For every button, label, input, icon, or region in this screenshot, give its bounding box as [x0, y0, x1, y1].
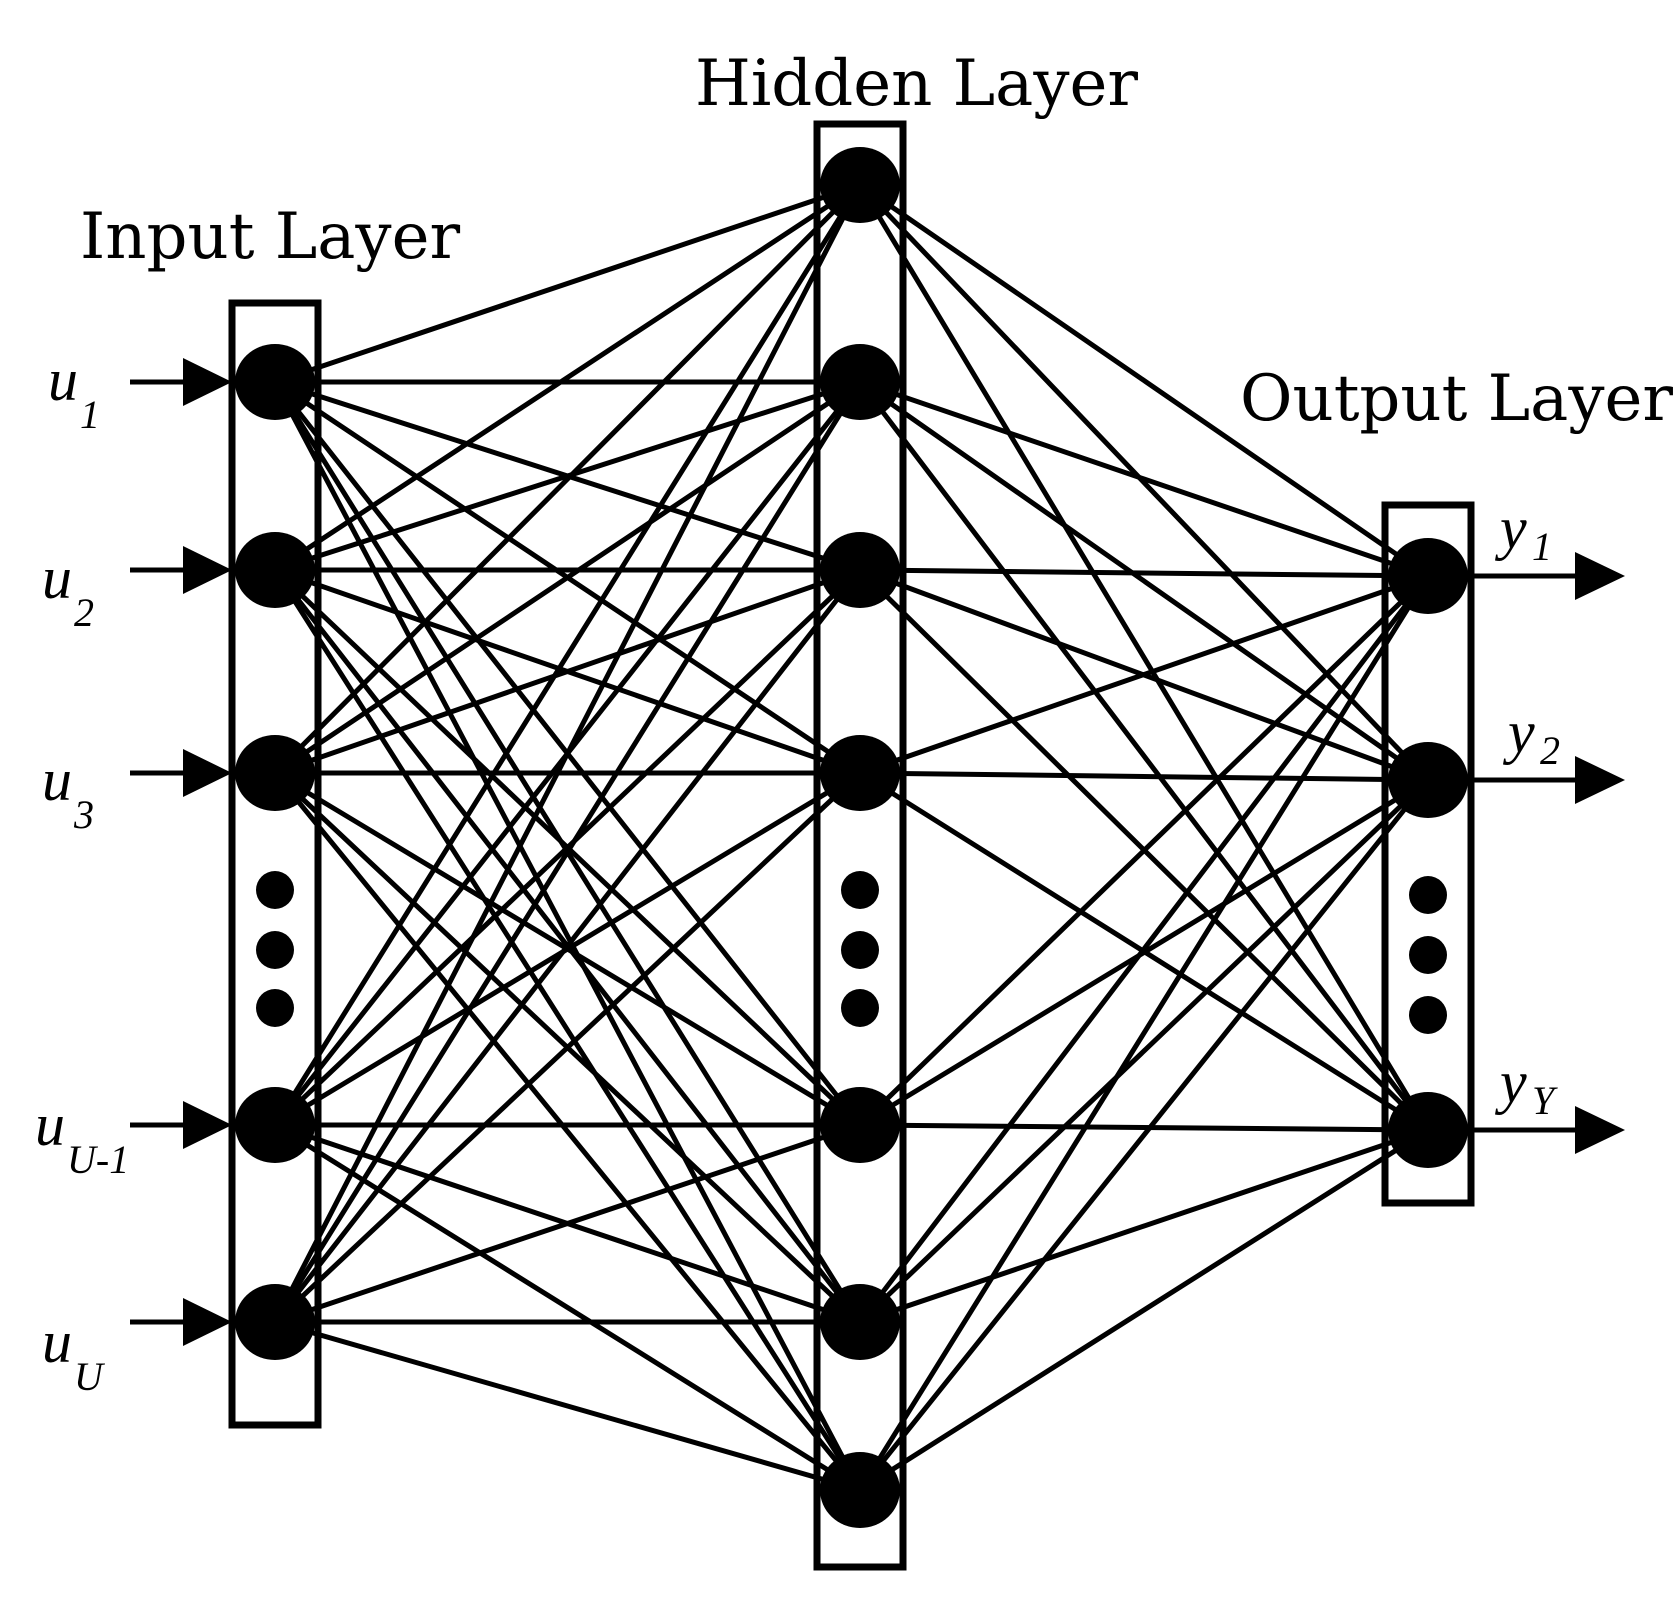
edge-input-5-hidden-5: [272, 1122, 863, 1325]
edge-input-5-hidden-4: [272, 770, 863, 1325]
edge-input-5-hidden-3: [272, 567, 863, 1325]
output-ellipsis-dot-1: [1409, 876, 1447, 914]
edge-hidden-7-output-1: [857, 573, 1431, 1493]
input-ellipsis-dot-1: [256, 871, 294, 909]
edge-input-5-hidden-2: [272, 379, 863, 1325]
hidden-layer-title: Hidden Layer: [695, 47, 1138, 121]
edge-hidden-7-output-3: [857, 1127, 1431, 1493]
input-ellipsis-dot-3: [256, 989, 294, 1027]
edge-hidden-1-output-3: [857, 182, 1431, 1133]
input-arrow-head-5: [183, 1298, 232, 1346]
input-arrow-head-1: [183, 358, 232, 406]
input-node-4: [235, 1087, 315, 1163]
edge-hidden-5-output-1: [857, 573, 1431, 1128]
edge-input-4-hidden-7: [272, 1122, 863, 1493]
output-ellipsis-dot-3: [1409, 996, 1447, 1034]
input-label-subscript-2: 2: [74, 590, 94, 635]
hidden-node-2: [820, 344, 900, 420]
edge-hidden-2-output-3: [857, 379, 1431, 1133]
input-label-2: u: [42, 545, 72, 611]
input-label-subscript-3: 3: [73, 792, 94, 837]
edge-input-3-hidden-1: [272, 182, 863, 776]
input-layer-box: [228, 299, 322, 1429]
edge-input-3-hidden-3: [272, 567, 863, 776]
output-ellipsis-dot-2: [1409, 936, 1447, 974]
edge-input-5-hidden-1: [272, 182, 863, 1325]
neurons: [235, 147, 1468, 1528]
input-label-subscript-5: U: [74, 1354, 106, 1399]
output-label-subscript-1: 1: [1532, 524, 1552, 569]
input-label-1: u: [48, 347, 78, 413]
input-layer-title: Input Layer: [80, 200, 460, 274]
hidden-ellipsis-dot-2: [841, 931, 879, 969]
edge-hidden-4-output-1: [857, 573, 1431, 776]
output-arrow-head-2: [1575, 756, 1625, 804]
edge-hidden-6-output-1: [857, 573, 1431, 1325]
hidden-node-4: [820, 735, 900, 811]
output-node-2: [1388, 742, 1468, 818]
edge-hidden-1-output-2: [857, 182, 1431, 783]
edge-input-5-hidden-7: [272, 1319, 863, 1493]
input-node-3: [235, 735, 315, 811]
edge-input-1-hidden-1: [272, 182, 863, 385]
hidden-node-1: [820, 147, 900, 223]
hidden-node-7: [820, 1452, 900, 1528]
input-label-subscript-4: U-1: [67, 1137, 129, 1182]
input-label-subscript-1: 1: [80, 392, 100, 437]
layer-boxes: [228, 120, 1475, 1571]
output-node-3: [1388, 1092, 1468, 1168]
output-label-2: y: [1502, 699, 1535, 765]
edge-input-1-hidden-7: [272, 379, 863, 1493]
output-label-3: y: [1494, 1049, 1527, 1115]
connection-edges: [272, 182, 1431, 1493]
hidden-ellipsis-dot-1: [841, 871, 879, 909]
hidden-layer-box: [813, 120, 907, 1571]
input-ellipsis-dot-2: [256, 931, 294, 969]
edge-input-2-hidden-7: [272, 567, 863, 1493]
output-layer-box: [1381, 501, 1475, 1207]
hidden-ellipsis-dot-3: [841, 989, 879, 1027]
edge-input-3-hidden-2: [272, 379, 863, 776]
edge-input-3-hidden-7: [272, 770, 863, 1493]
edge-hidden-7-output-2: [857, 777, 1431, 1493]
hidden-node-3: [820, 532, 900, 608]
output-layer-title: Output Layer: [1240, 362, 1673, 436]
output-label-subscript-3: Y: [1532, 1078, 1558, 1123]
input-node-5: [235, 1284, 315, 1360]
edge-hidden-4-output-2: [857, 770, 1431, 783]
input-label-4: u: [35, 1092, 65, 1158]
output-label-subscript-2: 2: [1540, 728, 1560, 773]
output-label-1: y: [1494, 495, 1527, 561]
hidden-node-6: [820, 1284, 900, 1360]
input-arrow-head-2: [183, 546, 232, 594]
output-node-1: [1388, 538, 1468, 614]
edge-hidden-6-output-2: [857, 777, 1431, 1325]
edge-input-4-hidden-1: [272, 182, 863, 1128]
input-label-5: u: [42, 1309, 72, 1375]
edge-hidden-2-output-2: [857, 379, 1431, 783]
edge-input-2-hidden-1: [272, 182, 863, 573]
input-arrow-head-3: [183, 749, 232, 797]
edge-hidden-1-output-1: [857, 182, 1431, 579]
input-node-1: [235, 344, 315, 420]
edge-hidden-2-output-1: [857, 379, 1431, 579]
input-arrow-head-4: [183, 1101, 232, 1149]
hidden-node-5: [820, 1087, 900, 1163]
input-label-3: u: [42, 747, 72, 813]
output-arrow-head-1: [1575, 552, 1625, 600]
io-arrows: [130, 358, 1625, 1346]
output-arrow-head-3: [1575, 1106, 1625, 1154]
input-node-2: [235, 532, 315, 608]
edge-hidden-6-output-3: [857, 1127, 1431, 1325]
edge-hidden-3-output-1: [857, 567, 1431, 579]
edge-hidden-5-output-3: [857, 1122, 1431, 1133]
